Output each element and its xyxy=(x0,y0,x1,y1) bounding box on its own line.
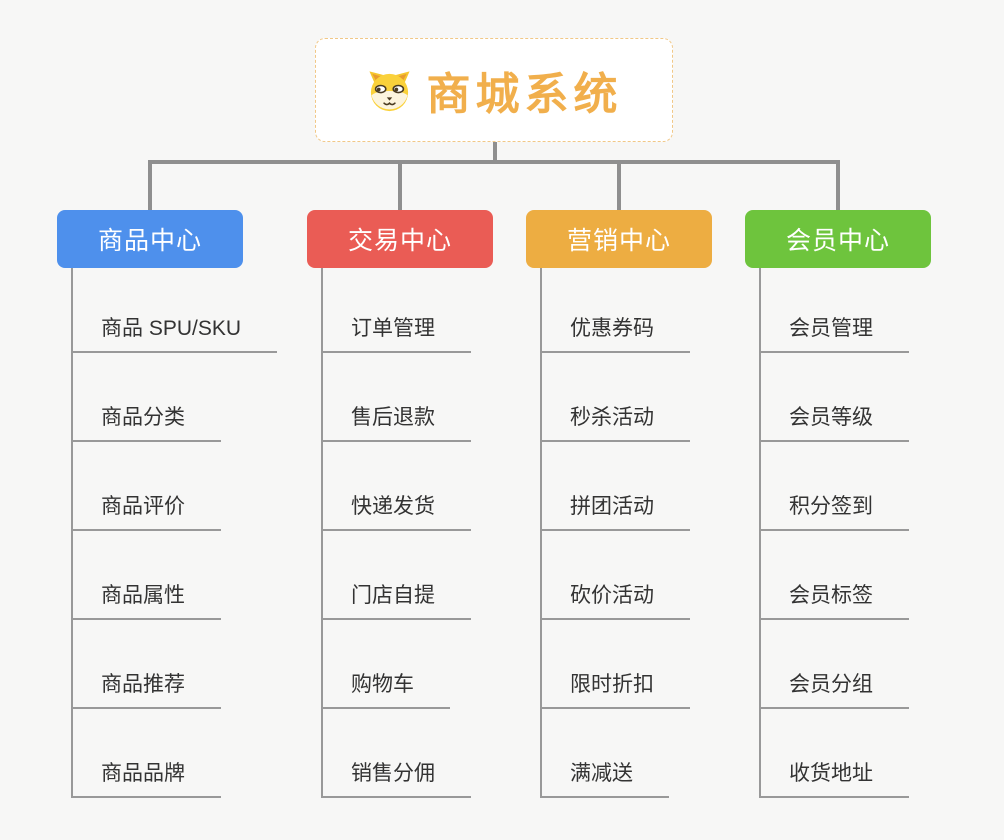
branch-node-label: 商品中心 xyxy=(97,227,202,255)
branch-node-label: 会员中心 xyxy=(785,227,890,255)
branch-node-label: 营销中心 xyxy=(566,227,671,255)
leaf-node-label: 满减送 xyxy=(570,762,633,785)
leaf-node-label: 门店自提 xyxy=(351,584,435,607)
leaf-node[interactable]: 商品品牌 xyxy=(73,709,221,798)
root-stem-connector xyxy=(493,140,497,162)
leaf-node[interactable]: 优惠券码 xyxy=(542,268,690,353)
branch-drop-connector xyxy=(148,160,152,214)
leaf-node[interactable]: 订单管理 xyxy=(323,268,471,353)
leaf-node-label: 限时折扣 xyxy=(570,673,654,696)
branch-node-marketing-center[interactable]: 营销中心 xyxy=(526,210,712,268)
leaf-node[interactable]: 购物车 xyxy=(323,620,450,709)
leaf-node[interactable]: 会员标签 xyxy=(761,531,909,620)
leaf-list-transaction-center: 订单管理售后退款快递发货门店自提购物车销售分佣 xyxy=(321,268,471,798)
leaf-node[interactable]: 会员分组 xyxy=(761,620,909,709)
leaf-node[interactable]: 砍价活动 xyxy=(542,531,690,620)
leaf-node-label: 快递发货 xyxy=(351,495,435,518)
leaf-node[interactable]: 会员等级 xyxy=(761,353,909,442)
branch-bus-connector xyxy=(148,160,840,164)
leaf-node-label: 销售分佣 xyxy=(351,762,435,785)
leaf-node[interactable]: 限时折扣 xyxy=(542,620,690,709)
leaf-node[interactable]: 商品评价 xyxy=(73,442,221,531)
leaf-node[interactable]: 商品属性 xyxy=(73,531,221,620)
leaf-node-label: 商品 SPU/SKU xyxy=(101,317,242,340)
leaf-node[interactable]: 收货地址 xyxy=(761,709,909,798)
leaf-node-label: 商品推荐 xyxy=(101,673,185,696)
leaf-node-label: 会员管理 xyxy=(789,317,873,340)
leaf-node[interactable]: 积分签到 xyxy=(761,442,909,531)
leaf-node-label: 商品分类 xyxy=(101,406,185,429)
branch-node-transaction-center[interactable]: 交易中心 xyxy=(307,210,493,268)
leaf-list-member-center: 会员管理会员等级积分签到会员标签会员分组收货地址 xyxy=(759,268,909,798)
leaf-node[interactable]: 商品 SPU/SKU xyxy=(73,268,278,353)
branch-node-label: 交易中心 xyxy=(347,227,452,255)
leaf-node-label: 拼团活动 xyxy=(570,495,654,518)
leaf-node[interactable]: 商品分类 xyxy=(73,353,221,442)
branch-drop-connector xyxy=(617,160,621,214)
leaf-node-label: 会员等级 xyxy=(789,406,873,429)
leaf-node-label: 订单管理 xyxy=(351,317,435,340)
leaf-node-label: 购物车 xyxy=(351,673,414,696)
dog-icon xyxy=(368,70,410,111)
leaf-node-label: 积分签到 xyxy=(789,495,873,518)
branch-node-product-center[interactable]: 商品中心 xyxy=(57,210,243,268)
root-node-label: 商城系统 xyxy=(426,70,623,119)
leaf-node-label: 会员分组 xyxy=(789,673,873,696)
leaf-node-label: 优惠券码 xyxy=(570,317,654,340)
leaf-node-label: 商品属性 xyxy=(101,584,185,607)
leaf-node-label: 砍价活动 xyxy=(570,584,654,607)
leaf-node-label: 收货地址 xyxy=(789,762,873,785)
leaf-node-label: 商品品牌 xyxy=(101,762,185,785)
leaf-node[interactable]: 会员管理 xyxy=(761,268,909,353)
leaf-node[interactable]: 销售分佣 xyxy=(323,709,471,798)
leaf-node[interactable]: 门店自提 xyxy=(323,531,471,620)
leaf-node[interactable]: 商品推荐 xyxy=(73,620,221,709)
leaf-node-label: 商品评价 xyxy=(101,495,185,518)
leaf-list-product-center: 商品 SPU/SKU 商品分类商品评价商品属性商品推荐商品品牌 xyxy=(71,268,278,798)
leaf-node[interactable]: 满减送 xyxy=(542,709,669,798)
root-node[interactable]: 商城系统 xyxy=(315,38,673,142)
branch-drop-connector xyxy=(398,160,402,214)
leaf-node[interactable]: 快递发货 xyxy=(323,442,471,531)
leaf-node-label: 售后退款 xyxy=(351,406,435,429)
leaf-list-marketing-center: 优惠券码秒杀活动拼团活动砍价活动限时折扣满减送 xyxy=(540,268,690,798)
leaf-node[interactable]: 售后退款 xyxy=(323,353,471,442)
branch-drop-connector xyxy=(836,160,840,214)
leaf-node-label: 秒杀活动 xyxy=(570,406,654,429)
branch-node-member-center[interactable]: 会员中心 xyxy=(745,210,931,268)
leaf-node[interactable]: 秒杀活动 xyxy=(542,353,690,442)
leaf-node[interactable]: 拼团活动 xyxy=(542,442,690,531)
leaf-node-label: 会员标签 xyxy=(789,584,873,607)
